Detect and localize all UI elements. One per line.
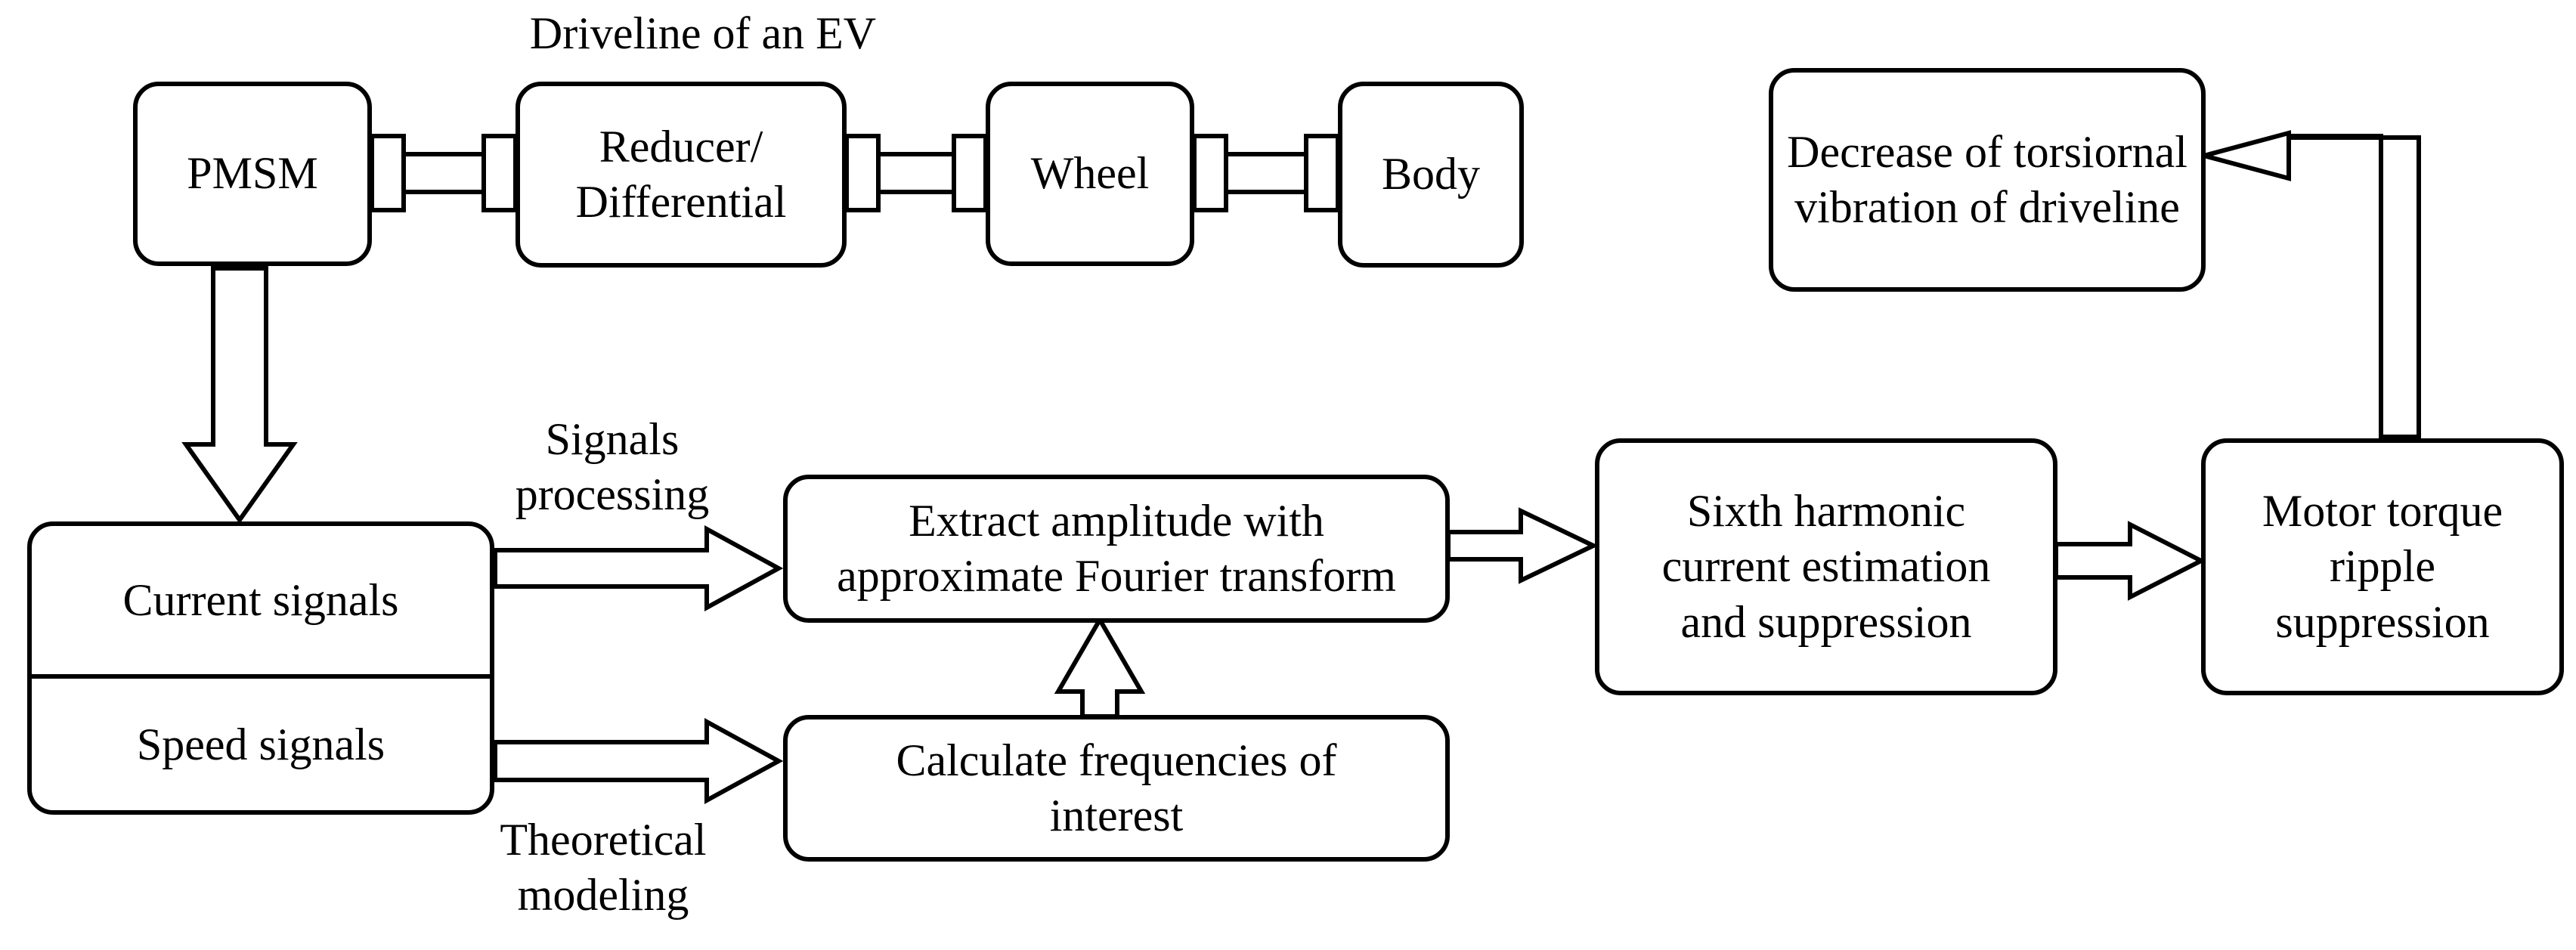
signals-box: Current signals Speed signals bbox=[27, 521, 494, 815]
decrease-vibration-box: Decrease of torsiornal vibration of driv… bbox=[1769, 68, 2206, 292]
decrease-line2: vibration of driveline bbox=[1794, 182, 2180, 232]
arrow-torque-to-decrease bbox=[2195, 130, 2421, 439]
reducer-label-line1: Reducer/ bbox=[599, 121, 763, 172]
extract-line2: approximate Fourier transform bbox=[837, 551, 1396, 601]
calculate-line1: Calculate frequencies of bbox=[896, 735, 1337, 785]
speed-signals-cell: Speed signals bbox=[32, 679, 490, 810]
theoretical-modeling-line1: Theoretical bbox=[500, 815, 707, 865]
torque-line3: suppression bbox=[2275, 596, 2490, 647]
decrease-line1: Decrease of torsiornal bbox=[1787, 126, 2187, 177]
arrow-pmsm-to-signals bbox=[181, 266, 298, 525]
sixth-line3: and suppression bbox=[1680, 596, 1972, 647]
pmsm-label: PMSM bbox=[187, 148, 318, 199]
speed-signals-label: Speed signals bbox=[136, 719, 385, 769]
motor-torque-box: Motor torque ripple suppression bbox=[2201, 438, 2564, 695]
wheel-box: Wheel bbox=[986, 82, 1194, 266]
sixth-line1: Sixth harmonic bbox=[1686, 486, 1966, 537]
arrow-theoretical-modeling bbox=[493, 717, 784, 805]
shaft-wheel-body bbox=[1192, 134, 1340, 212]
body-box: Body bbox=[1338, 82, 1524, 268]
body-label: Body bbox=[1381, 149, 1481, 200]
arrow-extract-to-sixth bbox=[1446, 507, 1599, 584]
wheel-label: Wheel bbox=[1030, 148, 1150, 199]
reducer-label-line2: Differential bbox=[575, 177, 787, 227]
pmsm-box: PMSM bbox=[133, 82, 372, 266]
signals-processing-label: Signals processing bbox=[469, 412, 756, 522]
signals-processing-line1: Signals bbox=[545, 414, 680, 464]
current-signals-label: Current signals bbox=[122, 574, 399, 625]
calculate-line2: interest bbox=[1049, 791, 1184, 840]
arrow-calculate-to-extract bbox=[1054, 615, 1146, 719]
extract-line1: Extract amplitude with bbox=[909, 495, 1324, 546]
arrow-signals-processing bbox=[493, 525, 784, 612]
shaft-pmsm-reducer bbox=[370, 134, 518, 212]
reducer-differential-box: Reducer/ Differential bbox=[516, 82, 847, 268]
theoretical-modeling-line2: modeling bbox=[517, 870, 689, 921]
sixth-line2: current estimation bbox=[1661, 541, 1991, 592]
arrow-sixth-to-torque bbox=[2054, 521, 2206, 601]
extract-amplitude-box: Extract amplitude with approximate Fouri… bbox=[783, 475, 1450, 623]
current-signals-cell: Current signals bbox=[32, 526, 490, 674]
theoretical-modeling-label: Theoretical modeling bbox=[460, 812, 747, 923]
calculate-frequencies-box: Calculate frequencies of interest bbox=[783, 715, 1450, 862]
diagram-title: Driveline of an EV bbox=[529, 8, 877, 58]
signals-processing-line2: processing bbox=[515, 469, 710, 520]
torque-line2: ripple bbox=[2330, 541, 2435, 592]
shaft-reducer-wheel bbox=[844, 134, 988, 212]
sixth-harmonic-box: Sixth harmonic current estimation and su… bbox=[1595, 438, 2057, 695]
signals-divider bbox=[32, 674, 490, 679]
torque-line1: Motor torque bbox=[2262, 486, 2503, 537]
